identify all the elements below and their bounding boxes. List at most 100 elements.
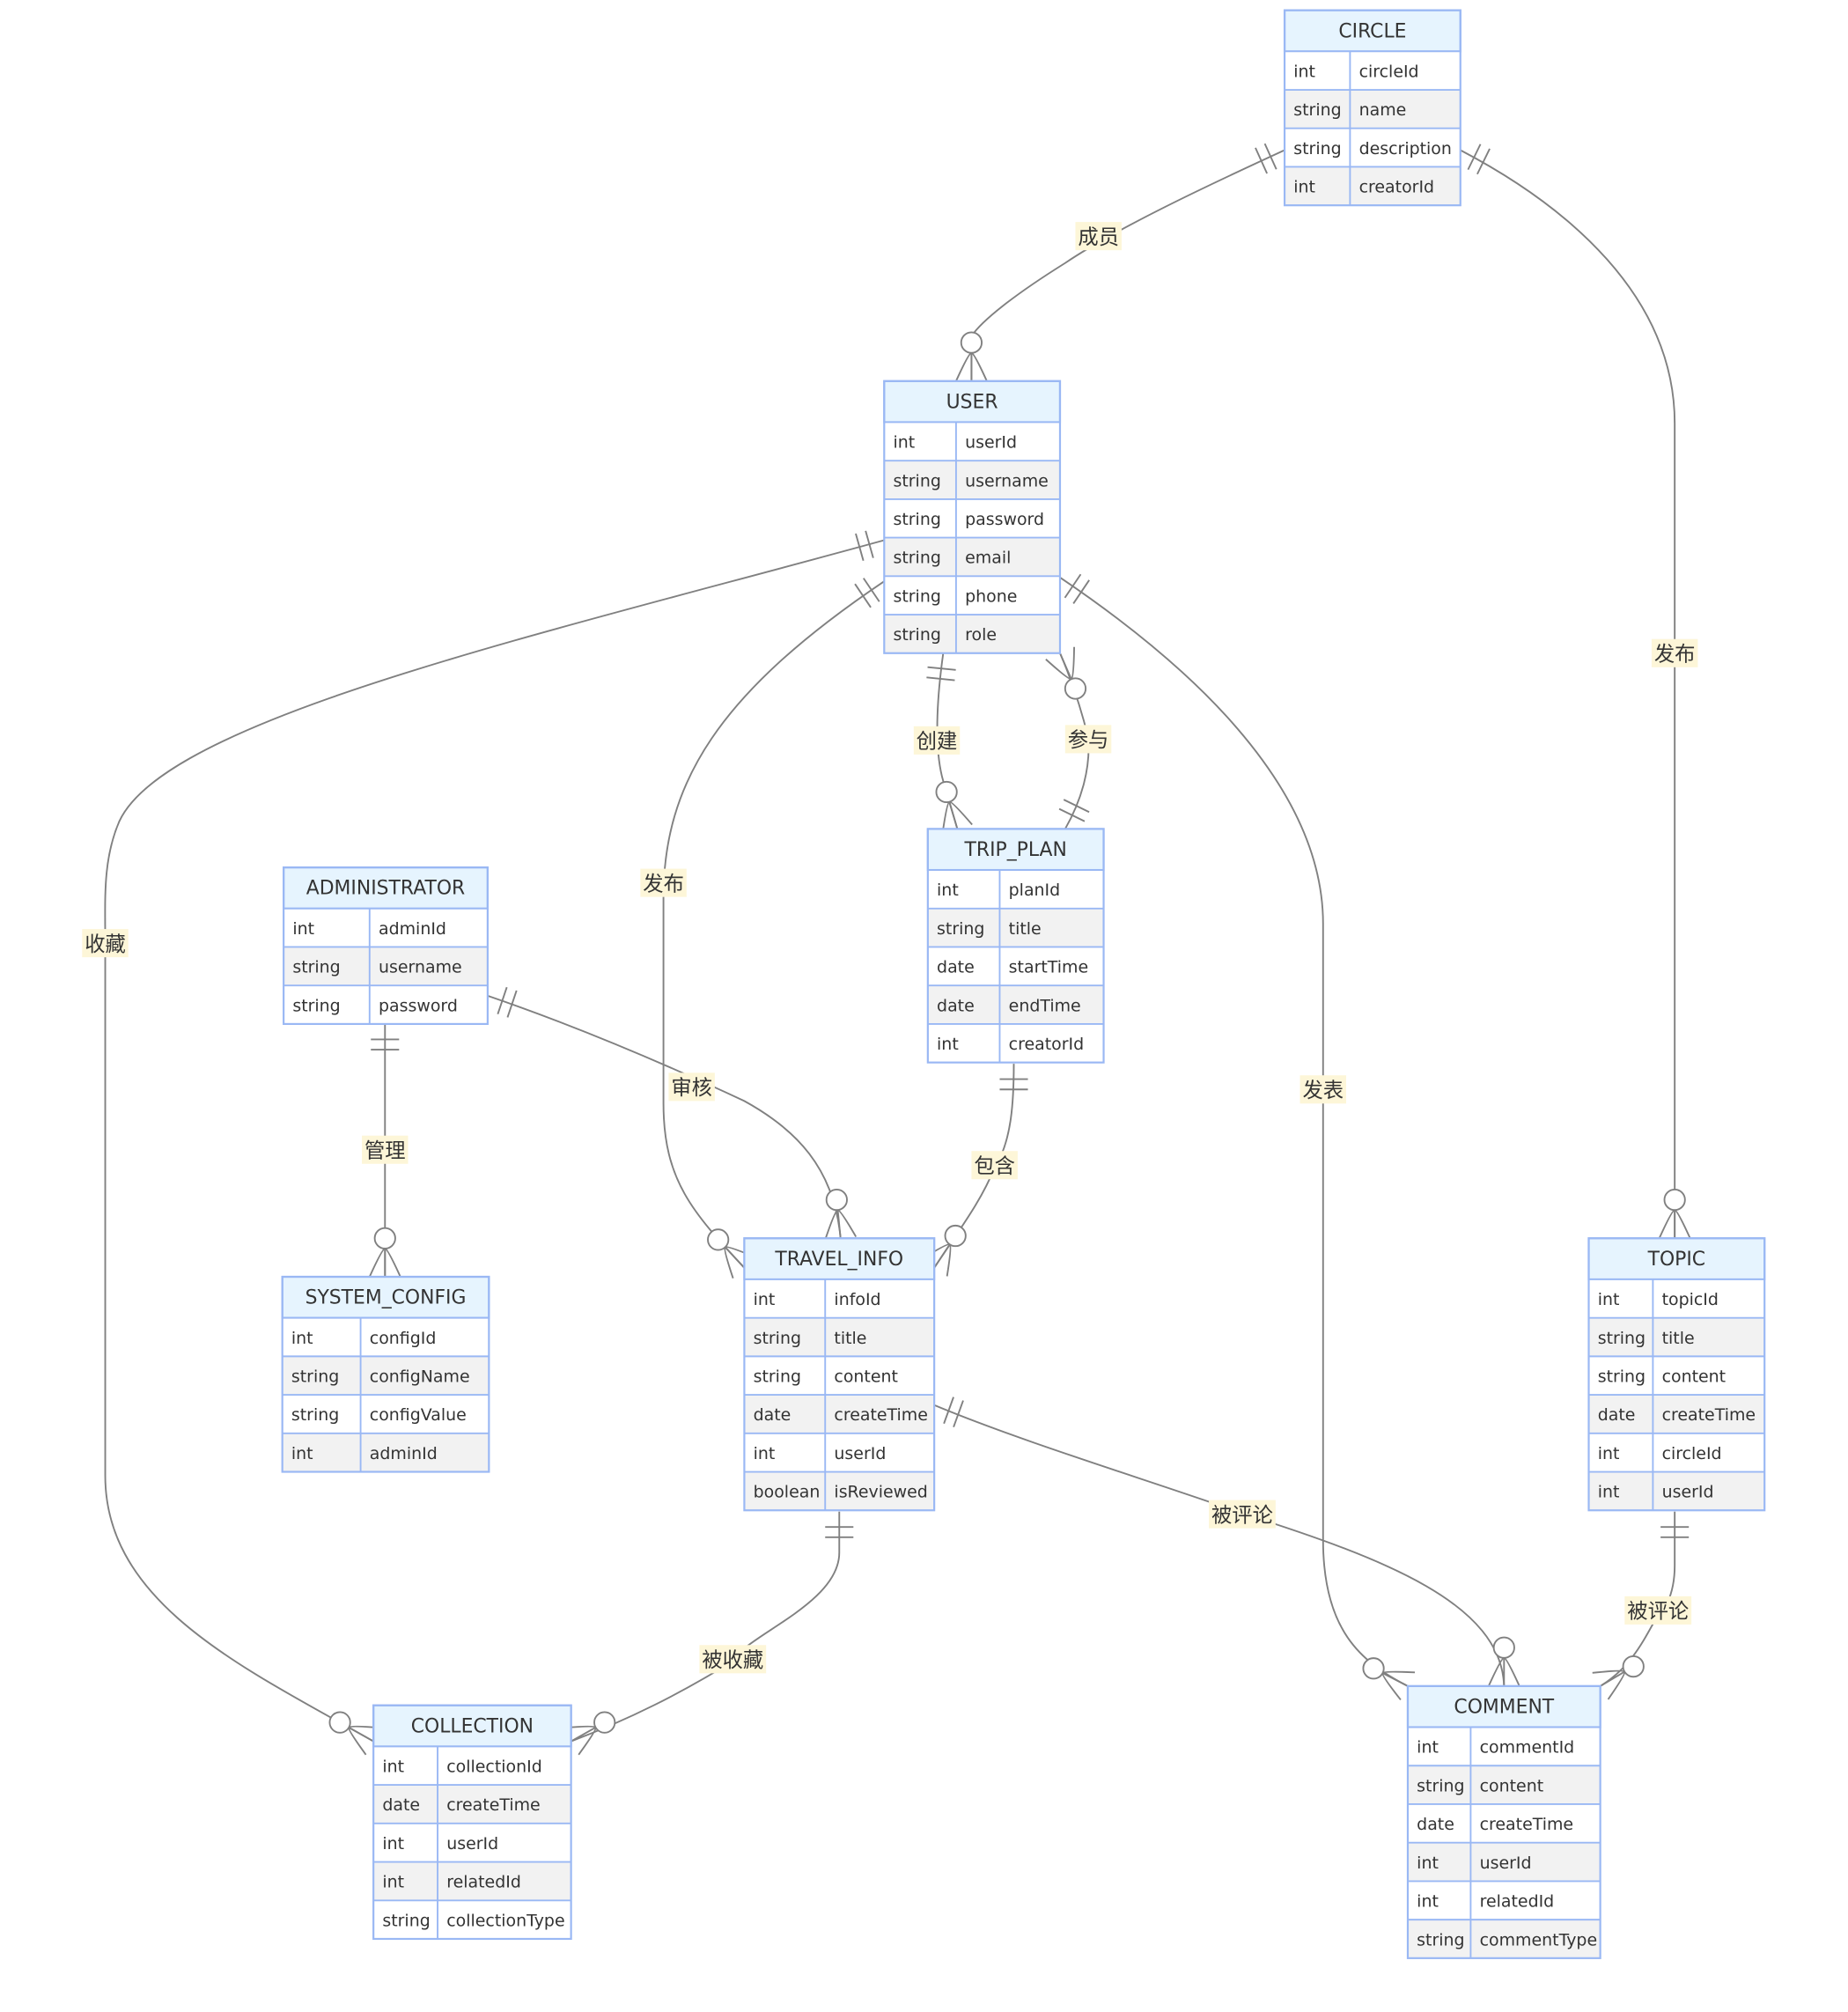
cardinality-exactly-one <box>1467 144 1491 175</box>
attribute-name: description <box>1359 139 1452 158</box>
relationship-label: 发布 <box>640 868 687 897</box>
attribute-type: string <box>291 1367 339 1387</box>
relationship-label: 发布 <box>1651 638 1698 667</box>
attribute-type: string <box>893 510 940 529</box>
entity-name: TRAVEL_INFO <box>774 1249 903 1271</box>
relationship-label-text: 收藏 <box>85 932 126 956</box>
attribute-row: int userId <box>884 421 1060 461</box>
relationship-label-text: 被评论 <box>1627 1600 1689 1624</box>
attribute-name: infoId <box>834 1290 880 1309</box>
attribute-name: topicId <box>1662 1290 1719 1309</box>
attribute-name: commentId <box>1480 1738 1575 1758</box>
attribute-name: content <box>1480 1776 1544 1795</box>
relationship-label: 被评论 <box>1624 1596 1692 1625</box>
entity-name: ADMINISTRATOR <box>306 878 465 900</box>
attribute-type: int <box>291 1329 313 1348</box>
relationship-label: 成员 <box>1075 222 1122 251</box>
attribute-name: createTime <box>446 1795 540 1815</box>
relationship-label-text: 管理 <box>364 1139 406 1162</box>
attribute-name: title <box>834 1329 866 1348</box>
attribute-name: userId <box>446 1834 498 1854</box>
entity-header <box>926 828 1105 872</box>
relationship-labels: 成员发布收藏发布创建参与发表审核管理包含被评论被收藏被评论 <box>82 222 1698 1674</box>
attribute-type: string <box>1417 1776 1464 1795</box>
cardinality-exactly-one <box>943 1397 964 1428</box>
attribute-type: string <box>1293 100 1341 120</box>
attribute-name: userId <box>965 433 1017 453</box>
attribute-type: int <box>754 1290 776 1309</box>
attribute-name: role <box>965 625 997 645</box>
entity-border <box>1283 9 1461 207</box>
attribute-name: createTime <box>834 1405 927 1425</box>
attribute-name: content <box>834 1367 898 1387</box>
relationship-label-text: 被收藏 <box>702 1648 763 1672</box>
cardinality-exactly-one <box>497 986 518 1018</box>
entity-header <box>883 380 1062 424</box>
cardinality-zero-or-many <box>1045 646 1087 700</box>
cardinality-exactly-one <box>855 530 874 562</box>
attribute-name: startTime <box>1009 958 1088 977</box>
entity-name: SYSTEM_CONFIG <box>306 1287 467 1309</box>
attribute-type: string <box>754 1367 801 1387</box>
attribute-row: date startTime <box>927 946 1104 986</box>
attribute-type: string <box>1598 1367 1646 1387</box>
attribute-name: phone <box>965 586 1017 606</box>
attribute-name: password <box>379 996 458 1015</box>
attribute-type: string <box>893 586 940 606</box>
attribute-name: title <box>1662 1329 1695 1348</box>
entity-border <box>1406 1684 1601 1959</box>
relationship-label-text: 参与 <box>1068 728 1109 752</box>
entity-border <box>281 1275 490 1473</box>
entity-border <box>1587 1237 1766 1512</box>
attribute-name: content <box>1662 1367 1727 1387</box>
relationship-user-comment <box>1059 577 1409 1687</box>
attribute-row: string password <box>283 984 488 1024</box>
relationship-user-travel <box>662 580 885 1269</box>
entity-name: TRIP_PLAN <box>964 839 1067 861</box>
attribute-type: string <box>292 996 340 1015</box>
attribute-type: int <box>893 433 915 453</box>
attribute-name: createTime <box>1662 1405 1756 1425</box>
relationship-travel-comment <box>933 1404 1506 1686</box>
relationship-label: 创建 <box>913 726 961 755</box>
attribute-name: creatorId <box>1009 1035 1084 1054</box>
cardinality-zero-or-many <box>955 331 988 382</box>
cardinality-zero-or-many <box>1362 1657 1416 1701</box>
attribute-type: int <box>1417 1854 1439 1873</box>
attribute-type: int <box>382 1834 404 1854</box>
attribute-type: date <box>937 958 975 977</box>
attribute-name: configName <box>370 1367 470 1387</box>
relationship-label-text: 审核 <box>671 1076 712 1100</box>
attribute-name: circleId <box>1662 1444 1722 1463</box>
attribute-type: int <box>937 881 959 900</box>
relationship-label-text: 创建 <box>917 730 958 754</box>
relationship-label: 发表 <box>1299 1075 1347 1104</box>
cardinality-exactly-one <box>825 1526 854 1538</box>
attribute-type: boolean <box>754 1483 821 1502</box>
relationship-admin-travel <box>487 994 842 1239</box>
